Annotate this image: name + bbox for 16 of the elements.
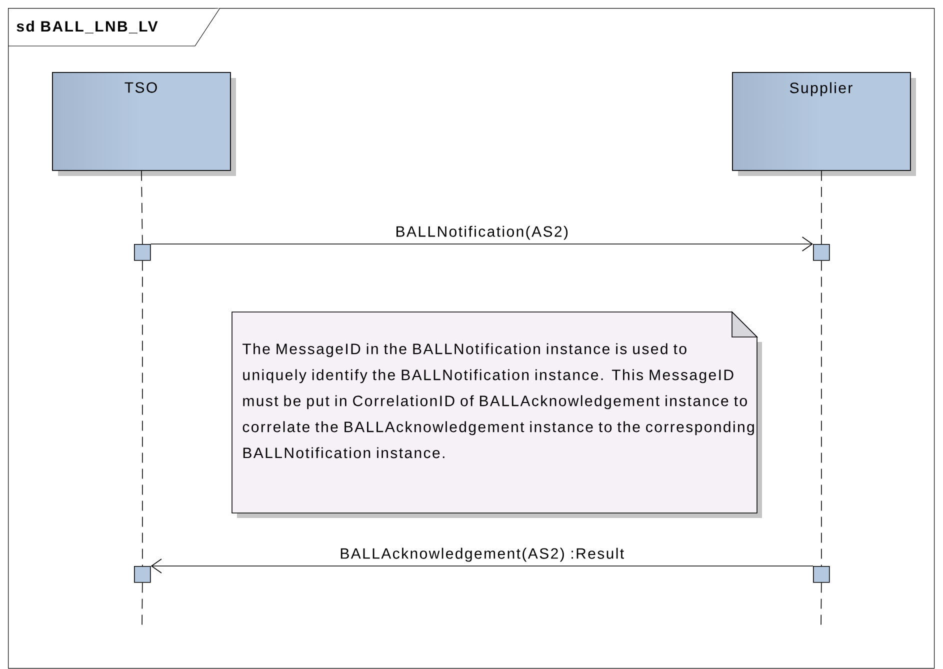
- message-arrow: [150, 236, 813, 252]
- activation-box: [813, 244, 830, 261]
- lifeline-head-box: Supplier: [732, 72, 916, 176]
- message-label: BALLAcknowledgement(AS2) :Result: [338, 546, 626, 563]
- lifeline-head-box: TSO: [52, 72, 236, 176]
- activation-box: [134, 244, 151, 261]
- activation-box: [813, 566, 830, 583]
- lifeline: [821, 170, 822, 244]
- frame: [8, 8, 935, 669]
- lifeline: [141, 170, 143, 244]
- lifeline: [821, 260, 822, 566]
- message-label: BALLNotification(AS2): [394, 224, 570, 241]
- message-arrow: [150, 558, 814, 574]
- lifeline: [142, 260, 143, 566]
- frame-title-tab: sd BALL_LNB_LV: [8, 8, 220, 46]
- activation-box: [134, 566, 151, 583]
